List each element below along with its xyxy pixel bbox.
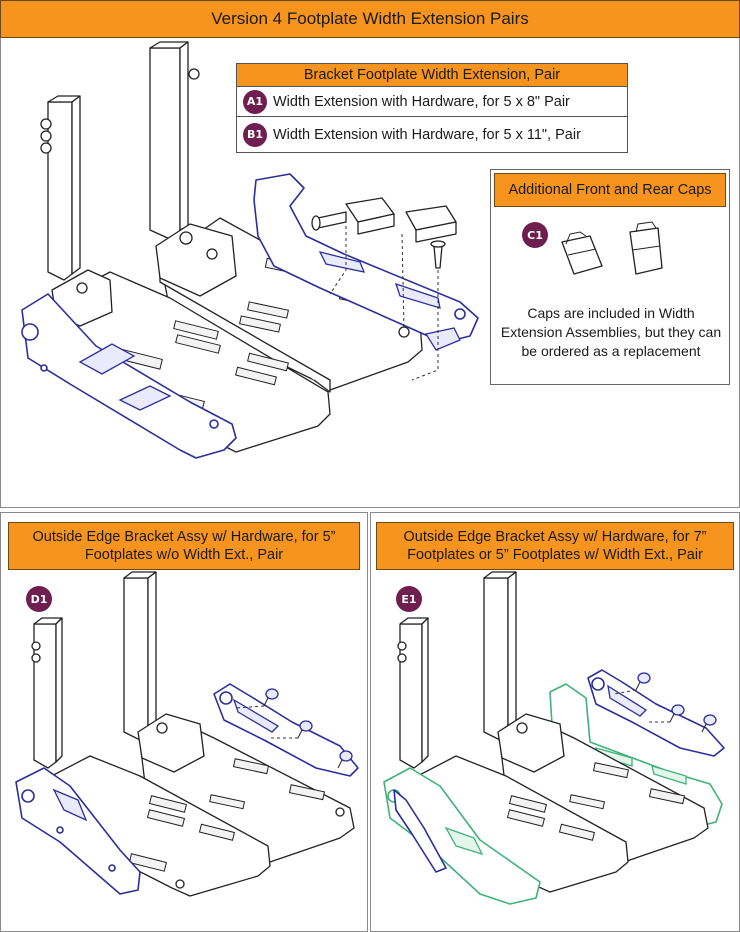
caps-title-text: Additional Front and Rear Caps <box>508 181 712 198</box>
rear-hinge-block <box>155 223 237 297</box>
front-cap-icon <box>561 231 603 275</box>
part-badge-c1: C1 <box>522 222 548 248</box>
front-upright-tube <box>40 95 81 281</box>
green-width-extension-rear <box>549 683 723 827</box>
part-badge-a1: A1 <box>243 89 267 114</box>
page-title: Version 4 Footplate Width Extension Pair… <box>0 0 740 38</box>
bracket-item-b1-label: Width Extension with Hardware, for 5 x 1… <box>273 126 581 143</box>
outside-edge-bracket-highlight <box>15 767 141 895</box>
width-extension-highlight <box>253 173 479 351</box>
rear-cap-icon <box>629 221 663 275</box>
front-footplate <box>39 755 271 897</box>
front-upright-tube <box>397 617 429 769</box>
caps-illustration <box>561 221 663 275</box>
bracket-table-title-text: Bracket Footplate Width Extension, Pair <box>303 66 561 83</box>
caps-note: Caps are included in Width Extension Ass… <box>500 305 722 359</box>
end-cap-pieces <box>345 197 457 243</box>
panel-d-title-text: Outside Edge Bracket Assy w/ Hardware, f… <box>32 528 336 563</box>
outside-edge-bracket-highlight <box>21 293 237 459</box>
panel-e-assembly <box>383 571 725 905</box>
bracket-item-a1: A1 Width Extension with Hardware, for 5 … <box>236 87 628 117</box>
panel-d-title: Outside Edge Bracket Assy w/ Hardware, f… <box>8 522 360 570</box>
part-badge-e1: E1 <box>396 586 422 612</box>
bracket-item-b1: B1 Width Extension with Hardware, for 5 … <box>236 117 628 153</box>
caps-title: Additional Front and Rear Caps <box>494 173 726 207</box>
part-badge-b1: B1 <box>243 122 267 147</box>
outside-edge-bracket-highlight <box>393 669 725 873</box>
screw-icon <box>263 688 353 769</box>
panel-e-title: Outside Edge Bracket Assy w/ Hardware, f… <box>376 522 734 570</box>
page-title-text: Version 4 Footplate Width Extension Pair… <box>211 9 529 29</box>
front-upright-tube <box>31 617 63 769</box>
screw-icon <box>635 672 717 733</box>
bracket-item-a1-label: Width Extension with Hardware, for 5 x 8… <box>273 93 570 110</box>
rear-hinge-block <box>137 713 205 773</box>
top-footplate-assembly <box>21 41 479 459</box>
rear-upright-tube <box>149 41 200 241</box>
rear-upright-tube <box>123 571 157 741</box>
rear-upright-tube <box>483 571 517 741</box>
panel-e-title-text: Outside Edge Bracket Assy w/ Hardware, f… <box>403 528 707 563</box>
bracket-table-title: Bracket Footplate Width Extension, Pair <box>236 63 628 87</box>
part-badge-d1: D1 <box>26 586 52 612</box>
screw-icon <box>311 211 446 269</box>
rear-hinge-block <box>497 713 565 773</box>
panel-d-assembly <box>15 571 359 897</box>
